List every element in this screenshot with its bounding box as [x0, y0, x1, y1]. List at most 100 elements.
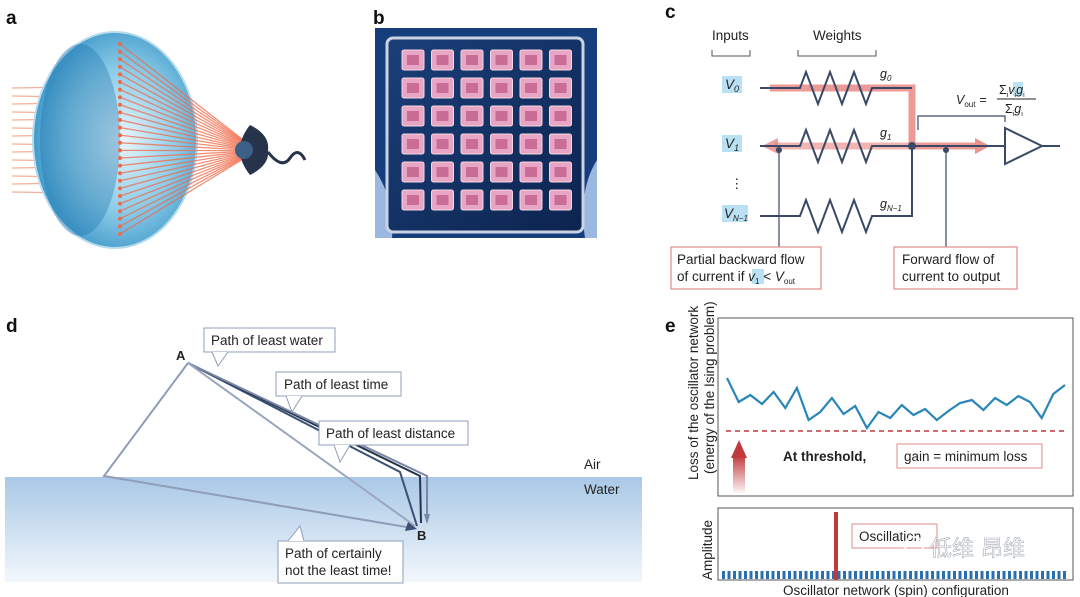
chip-core: [407, 139, 419, 149]
amplitude-bar: [925, 571, 929, 579]
label-least-distance-box: [318, 420, 469, 446]
ray-dot: [118, 95, 122, 100]
inputs-header: Inputs: [712, 28, 749, 43]
vout-lhs: Vout=: [956, 93, 987, 109]
ray-dot: [118, 42, 122, 46]
ray-dot: [118, 186, 122, 191]
v1-label: V1: [725, 136, 739, 153]
chip-core: [407, 55, 419, 65]
callout-forward-line1: Forward flow of: [902, 252, 995, 267]
amplitude-bar: [986, 571, 989, 579]
focused-ray: [119, 66, 247, 145]
water-label: Water: [584, 482, 620, 497]
label-certainly-box: [277, 540, 404, 584]
point-a: A: [176, 348, 186, 363]
chip-core: [495, 111, 508, 121]
focused-ray: [119, 152, 247, 190]
amplitude-bar: [997, 571, 1000, 579]
callout-backward-line1: Partial backward flow: [677, 252, 805, 267]
amplitude-bar: [1063, 571, 1066, 579]
g1-label: g1: [880, 126, 891, 142]
chip-core: [525, 111, 537, 121]
amp-label: Amplitude: [700, 520, 715, 580]
amplitude-bar: [958, 571, 962, 579]
ray-dot: [118, 148, 122, 153]
amplitude-bars: [722, 571, 1066, 579]
chip-core: [554, 55, 567, 65]
chip-core: [525, 139, 537, 149]
chip-core: [436, 195, 449, 205]
amplitude-bar: [837, 571, 841, 579]
ray-dot: [118, 209, 122, 214]
amplitude-bar: [727, 571, 731, 579]
amplitude-bar: [1013, 571, 1017, 579]
amplitude-bar: [848, 571, 852, 579]
highlight-path-forward: [770, 84, 975, 150]
focused-ray: [119, 73, 247, 146]
focused-ray: [119, 58, 247, 144]
focused-ray: [119, 81, 247, 146]
callout-backward: [670, 246, 822, 290]
chip-core: [466, 195, 478, 205]
amplitude-bar: [898, 571, 901, 579]
amplitude-bar: [1035, 571, 1039, 579]
chip-core: [525, 195, 537, 205]
focused-ray: [119, 142, 247, 151]
chip-core: [436, 111, 449, 121]
vout-numerator: Σivigi: [999, 83, 1025, 99]
vout-denominator: Σigi: [1005, 102, 1023, 118]
g0-label: g0: [880, 67, 892, 83]
focused-ray: [119, 150, 247, 159]
focused-ray: [119, 152, 247, 182]
label-least-water-box: [203, 327, 336, 353]
amplitude-bar: [947, 571, 951, 579]
panel-a-letter: a: [6, 8, 17, 29]
label-least-time: Path of least time: [284, 377, 388, 392]
focused-ray: [119, 51, 247, 144]
amplitude-bar: [733, 571, 736, 579]
chip-core: [436, 55, 449, 65]
threshold-box: [896, 443, 1043, 469]
amplitude-bar: [969, 571, 973, 579]
ray-dot: [118, 171, 122, 176]
focused-ray: [119, 96, 247, 148]
ray-dot: [118, 72, 122, 77]
focused-rays: [118, 42, 247, 236]
amplitude-bar: [964, 571, 967, 579]
focused-ray: [119, 151, 247, 167]
amplitude-bar: [931, 571, 934, 579]
amplitude-bar: [1052, 571, 1055, 579]
chip-core: [495, 139, 508, 149]
glove-right: [583, 160, 597, 238]
amplitude-bar: [1030, 571, 1033, 579]
amplitude-bar: [755, 571, 758, 579]
amplitude-bar: [980, 571, 984, 579]
oscillation-spike: [834, 512, 838, 580]
amplitude-bar: [793, 571, 797, 579]
focused-ray: [119, 119, 247, 149]
chip-core: [495, 55, 508, 65]
callout-forward-line2: current to output: [902, 269, 1001, 284]
focused-ray: [119, 43, 247, 143]
panel-b: b: [373, 8, 597, 238]
chip-core: [407, 111, 419, 121]
ray-dot: [118, 201, 122, 206]
ray-dot: [118, 49, 122, 54]
threshold-box-text: gain = minimum loss: [904, 449, 1028, 464]
amplitude-bar: [870, 571, 874, 579]
amplitude-bar: [738, 571, 742, 579]
v1-box: [722, 135, 742, 152]
label-least-water: Path of least water: [211, 333, 323, 348]
amplitude-bar: [953, 571, 956, 579]
chip-core: [436, 167, 449, 177]
amplitude-bar: [788, 571, 791, 579]
amplitude-bar: [1057, 571, 1061, 579]
amplitude-bar: [826, 571, 830, 579]
amplitude-bar: [771, 571, 775, 579]
circuit-wires: [760, 69, 1060, 235]
ray-dot: [118, 80, 122, 84]
light-paths: [102, 362, 428, 529]
amplitude-bar: [876, 571, 879, 579]
ray-dot: [118, 125, 122, 130]
panel-e: e Loss of the oscillator network (energy…: [665, 301, 1074, 597]
